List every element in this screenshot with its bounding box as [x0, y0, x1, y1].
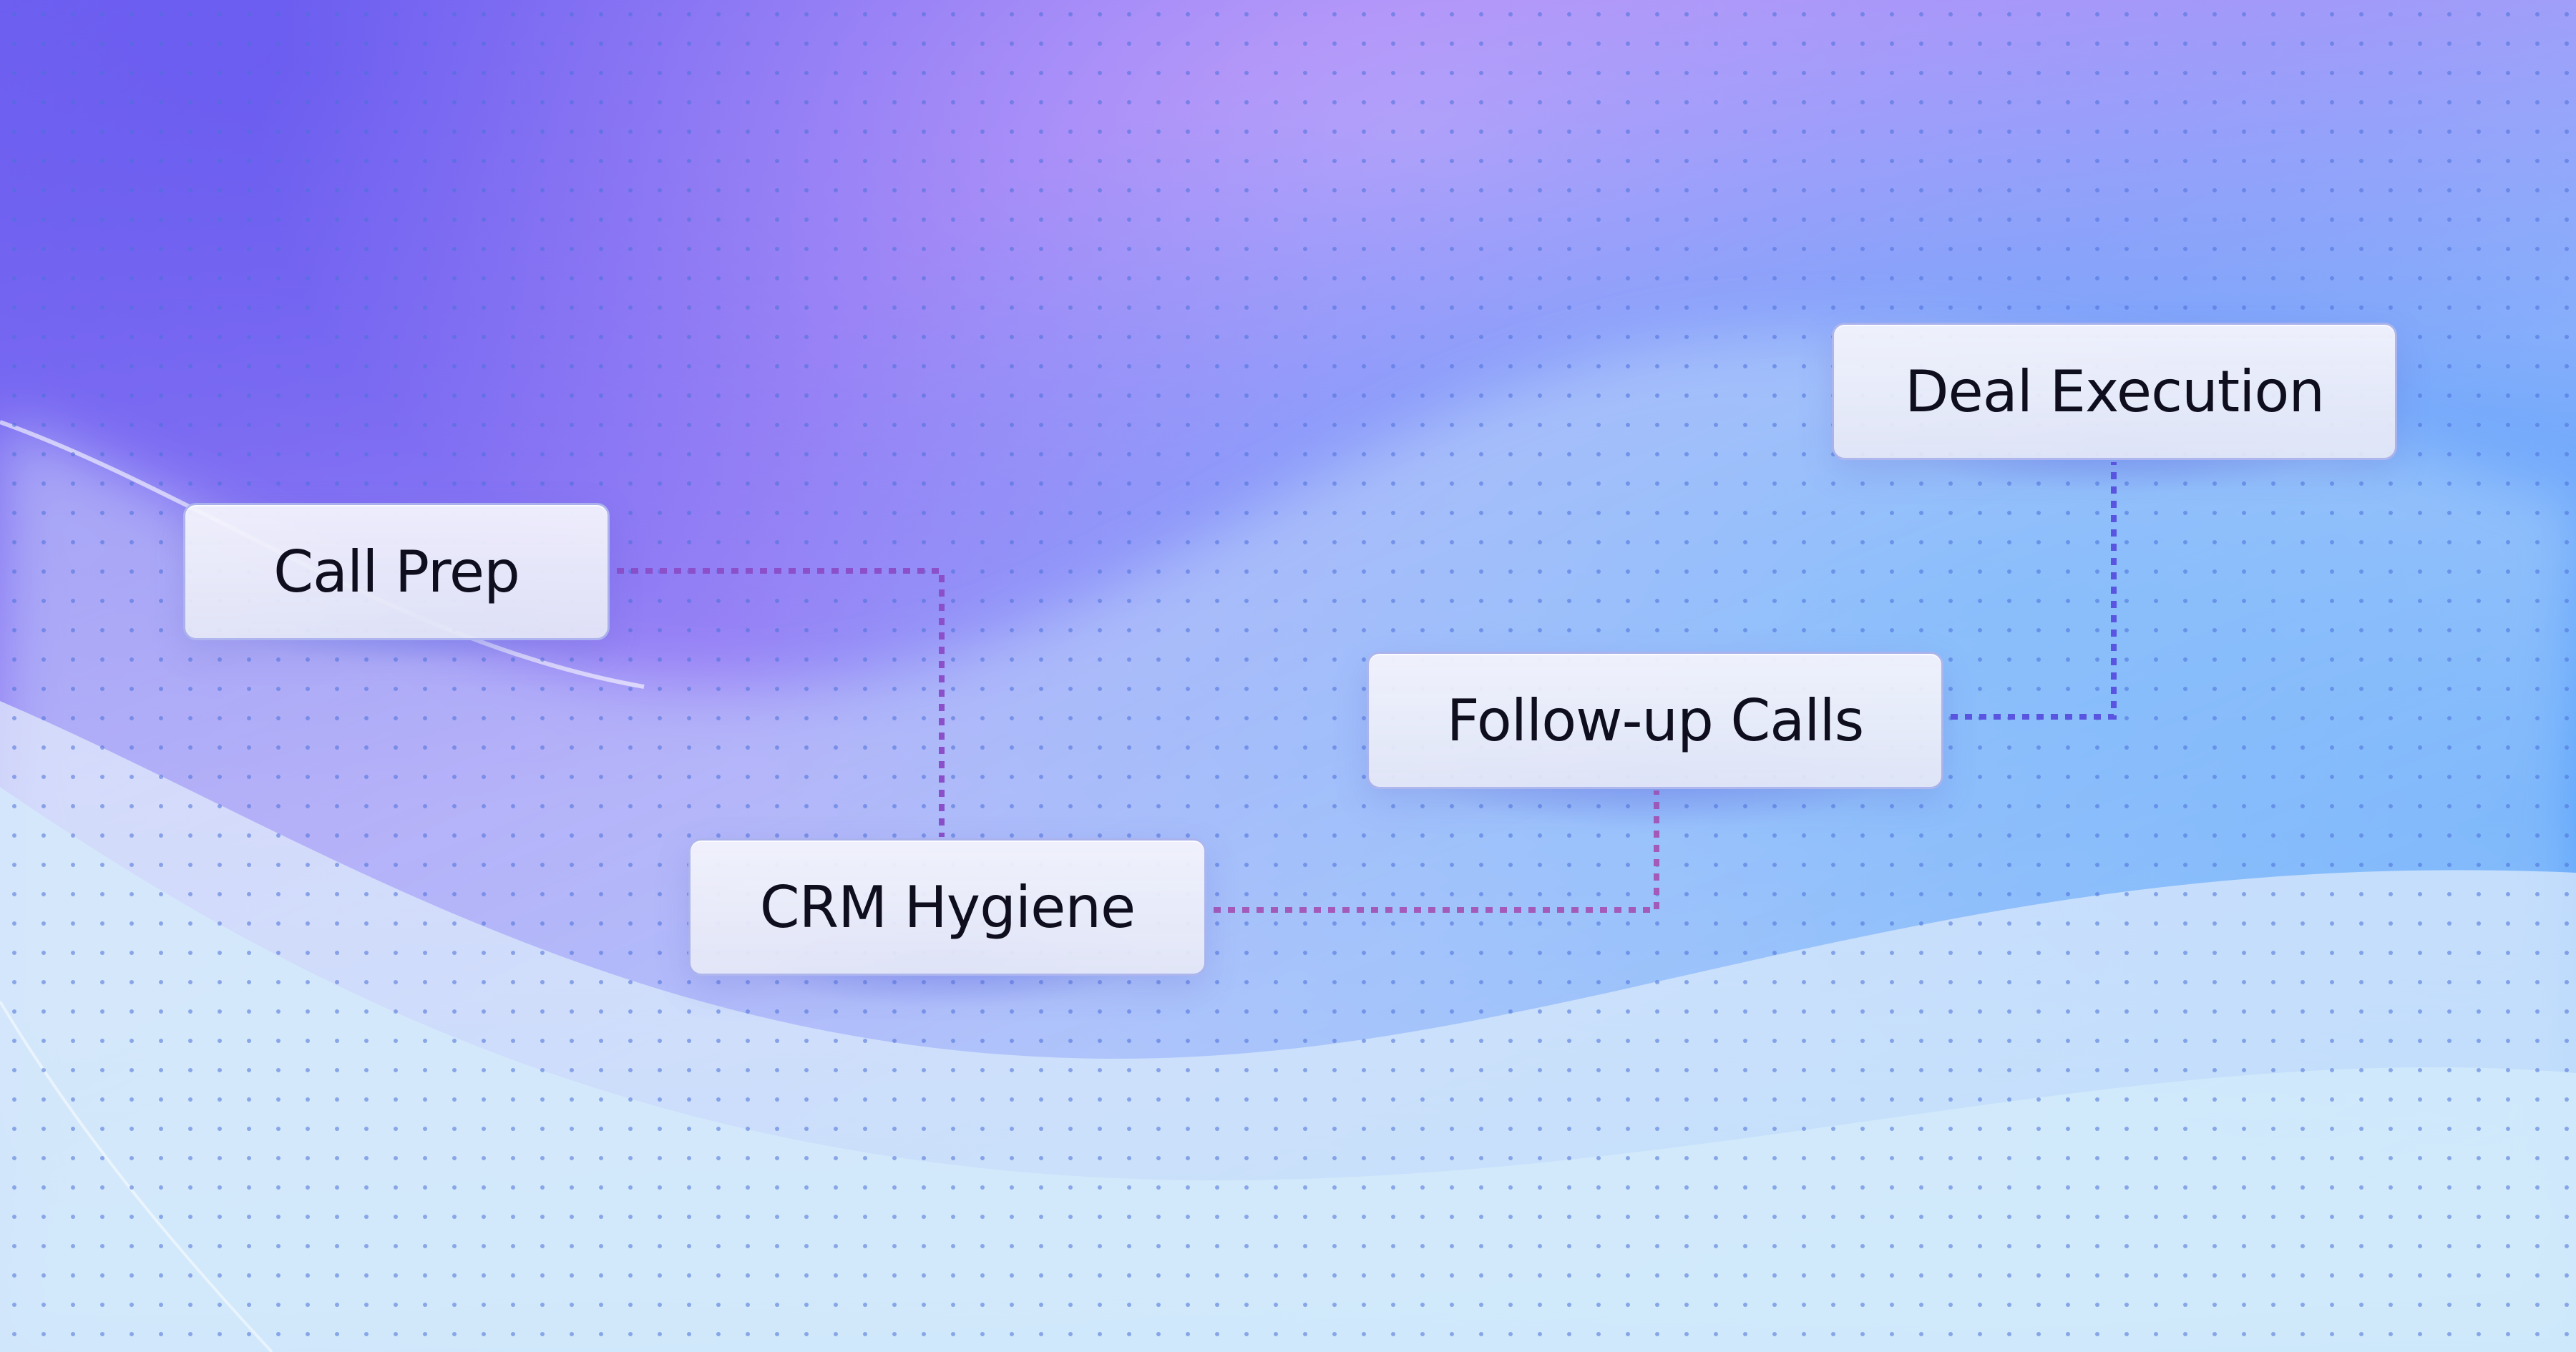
node-label-call-prep: Call Prep	[273, 538, 520, 605]
node-call-prep[interactable]: Call Prep	[183, 503, 610, 640]
node-label-deal-execution: Deal Execution	[1904, 358, 2325, 425]
node-label-follow-up-calls: Follow-up Calls	[1446, 687, 1865, 754]
node-crm-hygiene[interactable]: CRM Hygiene	[688, 838, 1206, 976]
connector-call-prep-to-crm-hygiene	[617, 568, 945, 837]
node-label-crm-hygiene: CRM Hygiene	[759, 873, 1136, 941]
node-follow-up-calls[interactable]: Follow-up Calls	[1367, 652, 1943, 789]
node-deal-execution[interactable]: Deal Execution	[1832, 323, 2397, 460]
connector-follow-up-calls-to-deal-execution	[1951, 462, 2117, 720]
connector-crm-hygiene-to-follow-up-calls	[1214, 790, 1659, 913]
